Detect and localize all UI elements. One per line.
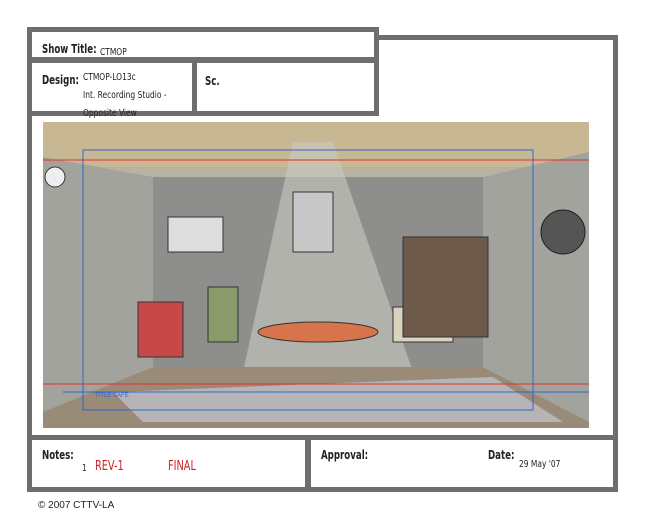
- shelf: [402, 236, 489, 338]
- left-wall: [43, 157, 153, 412]
- notes-status: FINAL: [168, 459, 196, 474]
- show-title-value: CTMOP: [100, 47, 127, 58]
- rug: [113, 377, 563, 422]
- layout-artwork: TITLE SAFE: [43, 122, 589, 428]
- title-safe-label: TITLE SAFE: [95, 393, 129, 399]
- notes-revision: REV-1: [95, 459, 124, 474]
- car-poster: [167, 216, 224, 253]
- mic-robot: [292, 191, 334, 253]
- approval-label: Approval:: [321, 448, 369, 462]
- wall-clock: [44, 166, 66, 188]
- notes-number: 1: [82, 463, 87, 474]
- date-value: 29 May '07: [519, 459, 561, 470]
- approval-box: Approval: Date: 29 May '07: [306, 435, 618, 492]
- scene-label: Sc.: [205, 74, 220, 88]
- show-title-label: Show Title:: [42, 42, 97, 56]
- design-box: Design: CTMOP-LO13c Int. Recording Studi…: [27, 58, 197, 119]
- chair-left: [207, 286, 239, 343]
- design-label: Design:: [42, 73, 79, 87]
- design-code: CTMOP-LO13c: [83, 72, 136, 83]
- design-location: Int. Recording Studio -: [83, 90, 167, 101]
- copyright: © 2007 CTTV-LA: [38, 500, 115, 511]
- spotlight-beam: [243, 142, 413, 372]
- scene-box: Sc.: [192, 58, 379, 116]
- notes-box: Notes: 1 REV-1 FINAL: [27, 435, 310, 492]
- tire: [540, 209, 586, 255]
- show-title-box: Show Title: CTMOP: [27, 27, 379, 62]
- notes-label: Notes:: [42, 448, 74, 462]
- cabinet: [137, 301, 184, 358]
- design-view: Opposite View: [83, 108, 137, 119]
- desk: [257, 321, 379, 343]
- date-label: Date:: [488, 448, 515, 462]
